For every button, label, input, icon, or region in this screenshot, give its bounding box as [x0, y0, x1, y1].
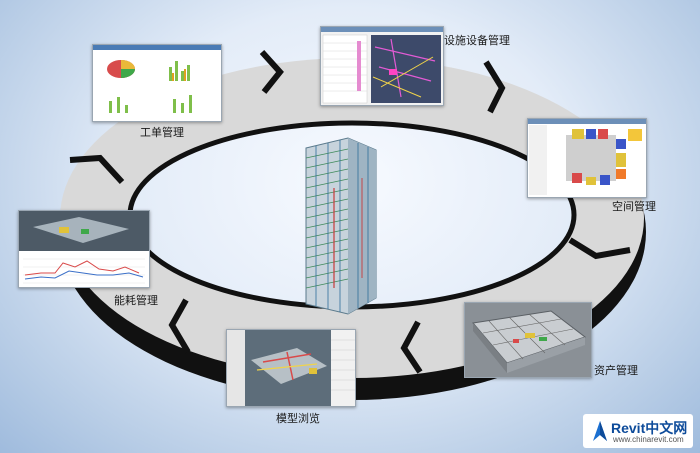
revit-logo: Revit中文网 www.chinarevit.com: [583, 414, 693, 448]
label-asset: 资产管理: [594, 364, 638, 377]
facility-screenshot: [320, 26, 444, 106]
energy-screenshot: [18, 210, 150, 288]
label-space: 空间管理: [612, 200, 656, 213]
space-screenshot: [527, 118, 647, 198]
chevron-right-icon: [168, 298, 191, 354]
chevron-right-icon: [483, 60, 506, 114]
chevron-right-icon: [568, 237, 631, 260]
chevron-right-icon: [400, 320, 423, 374]
building-model: [305, 137, 377, 315]
logo-url: www.chinarevit.com: [613, 435, 684, 444]
label-facility: 设施设备管理: [444, 34, 510, 47]
chevron-right-icon: [259, 49, 284, 94]
chevron-right-icon: [69, 154, 125, 185]
revit-logo-icon: [593, 421, 607, 441]
label-model-browse: 模型浏览: [276, 412, 320, 425]
work-order-screenshot: [92, 44, 222, 122]
label-work-order: 工单管理: [140, 126, 184, 139]
asset-screenshot: [464, 302, 592, 378]
label-energy: 能耗管理: [114, 294, 158, 307]
model-browse-screenshot: [226, 329, 356, 407]
logo-brand: Revit中文网: [611, 420, 688, 436]
